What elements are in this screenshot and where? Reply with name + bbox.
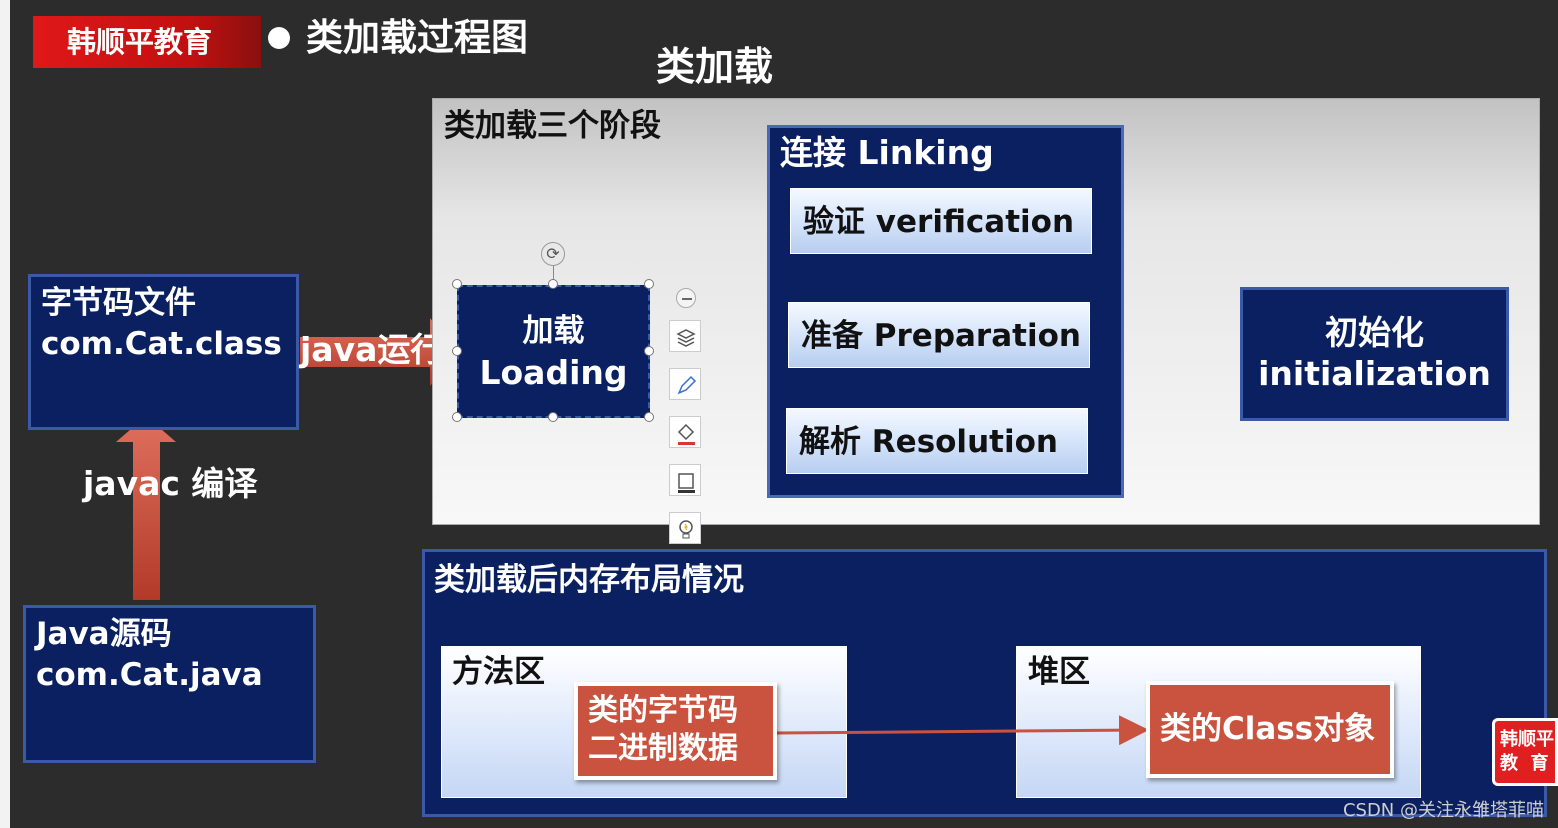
bytecode-label: 字节码文件 (41, 285, 196, 321)
heap-area-label: 堆区 (1028, 654, 1090, 690)
layers-icon[interactable] (669, 320, 701, 352)
resize-handle[interactable] (548, 412, 558, 422)
border-icon[interactable] (669, 464, 701, 496)
fill-icon[interactable] (669, 416, 701, 448)
page-title: 类加载过程图 (306, 16, 528, 59)
run-arrow (300, 318, 457, 386)
init-label-cn: 初始化 (1325, 313, 1424, 352)
bytecode-filename: com.Cat.class (41, 326, 282, 362)
resize-handle[interactable] (452, 346, 462, 356)
source-label: Java源码 (36, 616, 172, 652)
compile-arrow (116, 416, 176, 600)
bytecode-binary-box: 类的字节码 二进制数据 (574, 682, 777, 780)
source-filename: com.Cat.java (36, 657, 263, 693)
loading-label-cn: 加载 (522, 313, 585, 349)
class-object-box: 类的Class对象 (1146, 681, 1394, 778)
init-box: 初始化 initialization (1240, 287, 1509, 421)
source-box: Java源码 com.Cat.java (23, 605, 316, 763)
rotate-handle-icon[interactable]: ⟳ (541, 242, 565, 266)
resize-handle[interactable] (644, 412, 654, 422)
stages-title: 类加载三个阶段 (444, 108, 661, 144)
resize-handle[interactable] (548, 279, 558, 289)
loading-box[interactable]: 加载 Loading (457, 285, 650, 418)
compile-label: javac 编译 (83, 464, 258, 503)
pen-icon[interactable] (669, 368, 701, 400)
brand-logo: 韩顺平 教 育 (1492, 718, 1558, 786)
run-label: java运行 (300, 330, 444, 369)
method-area-label: 方法区 (452, 654, 545, 690)
resize-handle[interactable] (452, 412, 462, 422)
linking-title: 连接 Linking (780, 133, 994, 172)
resize-handle[interactable] (644, 279, 654, 289)
rotate-stem (553, 264, 554, 284)
section-title: 类加载 (656, 45, 774, 90)
watermark: CSDN @关注永雏塔菲喵 (1342, 800, 1544, 821)
step-verification: 验证 verification (790, 188, 1092, 254)
loading-label-en: Loading (479, 353, 628, 392)
minus-icon[interactable] (676, 288, 696, 308)
logo-line1: 韩顺平 (1500, 729, 1554, 750)
logo-line2: 教 育 (1500, 753, 1549, 774)
resize-handle[interactable] (452, 279, 462, 289)
step-resolution: 解析 Resolution (786, 408, 1088, 474)
memory-title: 类加载后内存布局情况 (434, 562, 744, 598)
brand-badge: 韩顺平教育 (33, 16, 261, 68)
init-label-en: initialization (1258, 354, 1491, 393)
bytecode-binary-line2: 二进制数据 (588, 731, 738, 766)
bytecode-box: 字节码文件 com.Cat.class (28, 274, 299, 430)
bullet-dot (268, 27, 290, 49)
step-preparation: 准备 Preparation (788, 302, 1090, 368)
bytecode-to-class-arrow (775, 715, 1149, 746)
class-object-label: 类的Class对象 (1160, 711, 1376, 747)
left-edge-strip (0, 0, 10, 828)
resize-handle[interactable] (644, 346, 654, 356)
bulb-icon[interactable] (669, 512, 701, 544)
bytecode-binary-line1: 类的字节码 (588, 693, 738, 728)
